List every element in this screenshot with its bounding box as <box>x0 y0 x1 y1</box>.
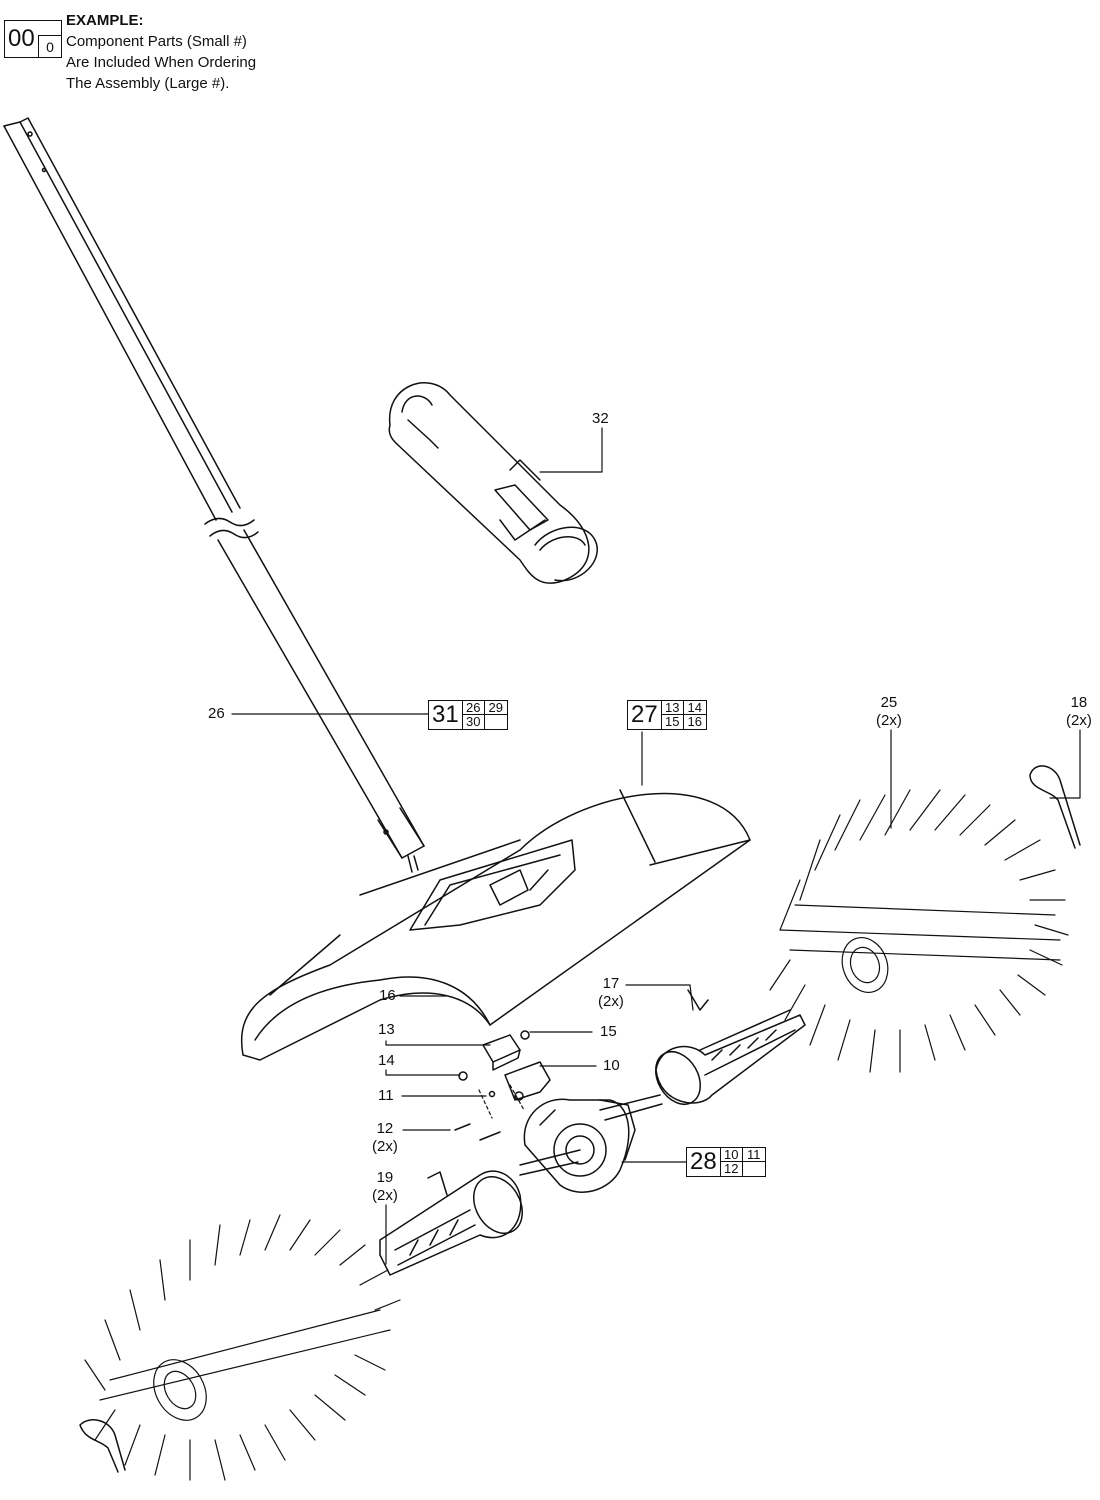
component-grid: 26 29 30 <box>462 701 507 729</box>
callout-14: 14 <box>378 1052 395 1069</box>
bristle-brush-right <box>769 789 1069 1073</box>
callout-11: 11 <box>378 1087 394 1104</box>
callout-12: 12 (2x) <box>372 1120 398 1156</box>
pole-shaft <box>3 117 425 873</box>
callout-quantity: (2x) <box>598 993 624 1010</box>
callout-number: 19 <box>376 1169 394 1186</box>
bristle-brush-left <box>84 1214 401 1481</box>
component-number: 10 <box>720 1148 743 1162</box>
brush-core-left <box>379 1170 523 1276</box>
assembly-box-27: 27 13 14 15 16 <box>627 700 707 730</box>
legend-component-number: 0 <box>38 35 61 58</box>
component-number <box>743 1162 765 1176</box>
assembly-box-31: 31 26 29 30 <box>428 700 508 730</box>
callout-10: 10 <box>603 1057 620 1074</box>
legend-line: Are Included When Ordering <box>66 54 257 71</box>
callout-19: 19 (2x) <box>372 1169 398 1205</box>
callout-17: 17 (2x) <box>598 975 624 1011</box>
assembly-number: 28 <box>687 1148 721 1176</box>
component-number <box>485 715 507 729</box>
legend-line: The Assembly (Large #). <box>66 75 230 92</box>
hairpin-clip-right <box>1029 765 1081 849</box>
bracket-parts <box>454 1030 551 1141</box>
component-number: 15 <box>662 715 684 729</box>
holder-clip <box>388 382 598 584</box>
legend-assembly-number: 00 <box>8 25 35 52</box>
legend-text: EXAMPLE: Component Parts (Small #) Are I… <box>66 10 256 94</box>
component-number: 16 <box>687 714 702 729</box>
callout-quantity: (2x) <box>372 1138 398 1155</box>
legend-heading: EXAMPLE: <box>66 12 144 29</box>
callout-quantity: (2x) <box>1066 712 1092 729</box>
callout-number: 18 <box>1070 694 1088 711</box>
component-number: 12 <box>721 1162 743 1176</box>
callout-number: 12 <box>376 1120 394 1137</box>
component-grid: 13 14 15 16 <box>661 701 706 729</box>
callout-26: 26 <box>208 705 225 722</box>
component-number: 30 <box>463 715 485 729</box>
component-number: 29 <box>484 701 507 715</box>
callout-32: 32 <box>592 410 609 427</box>
callout-25: 25 (2x) <box>876 694 902 730</box>
callout-18: 18 (2x) <box>1066 694 1092 730</box>
component-number: 11 <box>742 1148 765 1162</box>
component-number: 26 <box>462 701 485 715</box>
brush-core-right <box>654 989 806 1105</box>
assembly-number: 27 <box>628 701 662 729</box>
legend-example-box: 00 0 <box>4 20 62 58</box>
leader-lines <box>231 427 1081 1265</box>
callout-number: 17 <box>602 975 620 992</box>
sweeper-guard <box>241 789 751 1061</box>
assembly-number: 31 <box>429 701 463 729</box>
component-number: 13 <box>661 701 684 715</box>
callout-quantity: (2x) <box>876 712 902 729</box>
hairpin-clip-left <box>79 1419 126 1473</box>
callout-13: 13 <box>378 1021 395 1038</box>
gearbox-assembly <box>519 1094 663 1193</box>
legend-line: Component Parts (Small #) <box>66 33 247 50</box>
callout-quantity: (2x) <box>372 1187 398 1204</box>
component-grid: 10 11 12 <box>720 1148 765 1176</box>
callout-16: 16 <box>379 987 396 1004</box>
component-number: 14 <box>683 701 706 715</box>
callout-number: 25 <box>880 694 898 711</box>
callout-15: 15 <box>600 1023 617 1040</box>
assembly-box-28: 28 10 11 12 <box>686 1147 766 1177</box>
